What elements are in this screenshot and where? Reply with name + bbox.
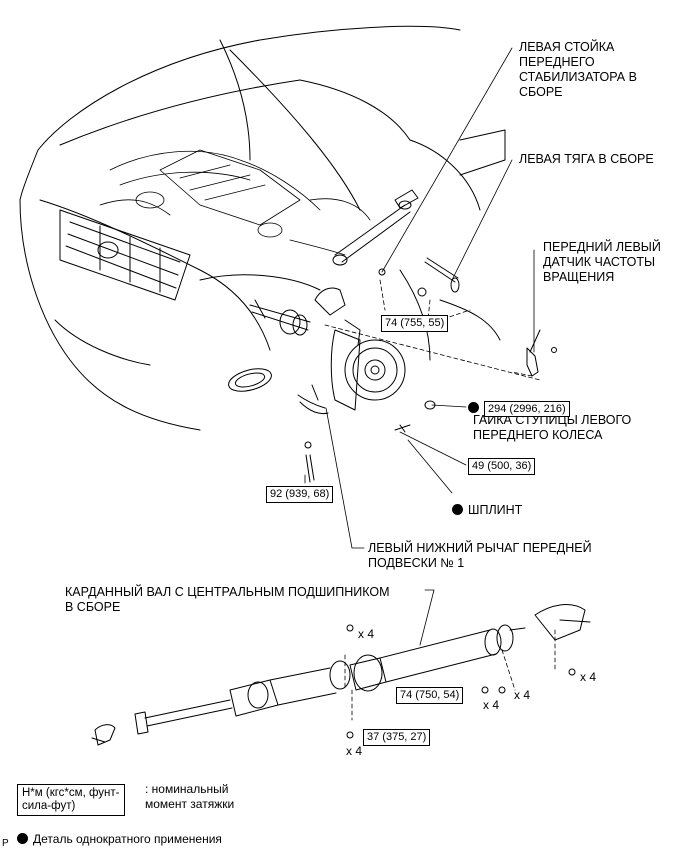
torque-spec-shaft-flange-bolt: 74 (750, 54): [396, 687, 464, 704]
lower-arm-part: [297, 384, 329, 483]
leader-lines: [304, 47, 535, 646]
quantity-mark: x 4: [514, 688, 531, 702]
callout-propeller-shaft: КАРДАННЫЙ ВАЛ С ЦЕНТРАЛЬНЫМ ПОДШИПНИКОМ …: [65, 585, 390, 614]
non-reusable-part-dot-icon: [468, 402, 479, 413]
front-drive-shaft: [249, 287, 346, 336]
vehicle-front-outline: [19, 25, 506, 431]
torque-spec-hub-nut-group: 294 (2996, 216): [468, 399, 570, 417]
engine-bay: [99, 149, 371, 256]
legend-unit-description: : номинальный момент затяжки: [145, 782, 235, 811]
callout-lower-arm: ЛЕВЫЙ НИЖНИЙ РЫЧАГ ПЕРЕДНЕЙ ПОДВЕСКИ № 1: [368, 541, 592, 570]
quantity-mark: x 4: [358, 627, 375, 641]
legend-single-use-label: Деталь однократного применения: [33, 832, 222, 846]
torque-spec-hub-nut: 294 (2996, 216): [484, 401, 570, 417]
callout-hub-nut: ГАЙКА СТУПИЦЫ ЛЕВОГО ПЕРЕДНЕГО КОЛЕСА: [473, 413, 632, 442]
cotter-pin-label: ШПЛИНТ: [468, 503, 523, 517]
callout-stabilizer-link: ЛЕВАЯ СТОЙКА ПЕРЕДНЕГО СТАБИЛИЗАТОРА В С…: [519, 40, 637, 99]
torque-spec-lower-arm-bolt: 92 (939, 68): [266, 486, 334, 503]
stabilizer-link-part: [332, 189, 419, 276]
callout-speed-sensor: ПЕРЕДНИЙ ЛЕВЫЙ ДАТЧИК ЧАСТОТЫ ВРАЩЕНИЯ: [543, 240, 661, 284]
quantity-mark: x 4: [346, 744, 363, 758]
tie-rod-part: [417, 257, 460, 297]
propeller-shaft-part: [91, 604, 591, 746]
callout-cotter-pin: ШПЛИНТ: [452, 488, 522, 518]
legend-single-use: Деталь однократного применения: [17, 817, 222, 847]
dashed-guides: [324, 279, 556, 721]
corner-mark: P: [2, 838, 9, 849]
torque-spec-center-bearing-bolt: 37 (375, 27): [363, 729, 431, 746]
callout-tie-rod: ЛЕВАЯ ТЯГА В СБОРЕ: [519, 152, 654, 166]
legend-unit-box: Н*м (кгс*см, фунт- сила-фут): [17, 784, 125, 816]
non-reusable-part-dot-icon: [452, 504, 463, 515]
torque-spec-stabilizer-nut: 74 (755, 55): [381, 315, 449, 332]
non-reusable-part-dot-icon: [17, 833, 28, 844]
quantity-mark: x 4: [580, 670, 597, 684]
quantity-mark: x 4: [483, 698, 500, 712]
speed-sensor-part: [526, 329, 557, 377]
knuckle-hub-assembly: [330, 319, 436, 433]
torque-spec-cotter-nut: 49 (500, 36): [468, 458, 536, 475]
